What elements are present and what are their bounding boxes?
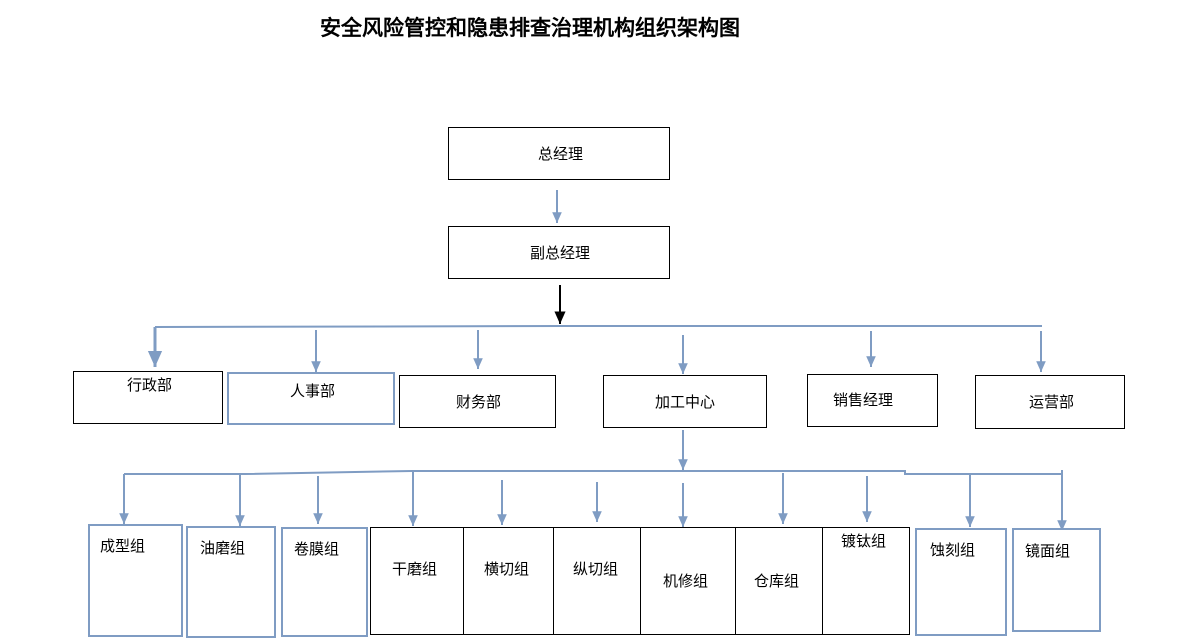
node-cross-cutting-group: 横切组 (463, 527, 554, 635)
node-warehouse-group: 仓库组 (735, 527, 823, 635)
node-film-rolling-group: 卷膜组 (281, 527, 368, 637)
node-titanium-plating-group: 镀钛组 (822, 527, 910, 635)
department-bus-line (154, 325, 1042, 328)
node-etching-group: 蚀刻组 (915, 528, 1007, 636)
node-operations-dept: 运营部 (975, 375, 1125, 429)
node-forming-group: 成型组 (88, 524, 183, 637)
node-admin-dept: 行政部 (73, 371, 223, 424)
page-title: 安全风险管控和隐患排查治理机构组织架构图 (320, 15, 740, 40)
node-oil-grinding-group: 油磨组 (186, 526, 276, 638)
node-sales-manager: 销售经理 (807, 374, 938, 427)
node-dry-grinding-group: 干磨组 (370, 527, 464, 635)
group-bus-line (124, 470, 1063, 475)
node-longitudinal-cutting-group: 纵切组 (553, 527, 641, 635)
node-finance-dept: 财务部 (399, 375, 556, 428)
node-vice-general-manager: 副总经理 (448, 226, 670, 279)
node-general-manager: 总经理 (448, 127, 670, 180)
node-machine-repair-group: 机修组 (640, 527, 736, 635)
node-mirror-group: 镜面组 (1012, 528, 1101, 632)
node-hr-dept: 人事部 (227, 372, 395, 425)
node-processing-center: 加工中心 (603, 375, 767, 428)
